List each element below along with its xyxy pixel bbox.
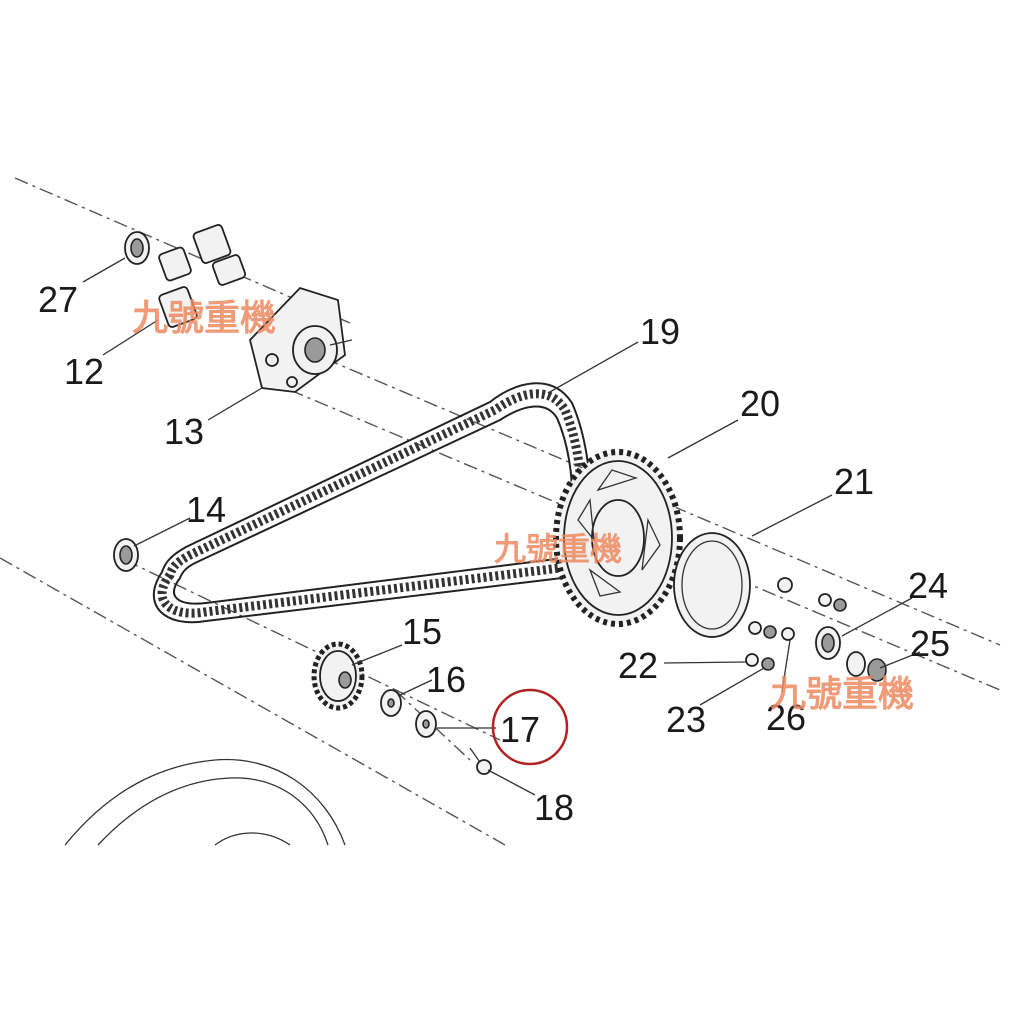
part-15-front-sprocket (311, 641, 365, 711)
leader-lines (82, 257, 921, 796)
callout-19: 19 (640, 311, 680, 352)
highlight-circle (491, 688, 569, 766)
part-25-bearing (846, 651, 887, 682)
watermark-top: 九號重機 (132, 298, 276, 339)
part-21-sprocket-carrier (673, 532, 751, 638)
part-18-bolt (469, 747, 492, 775)
callout-26: 26 (766, 697, 806, 738)
watermark-middle: 九號重機 (494, 530, 622, 568)
watermark-bottom: 九號重機 (770, 674, 914, 715)
rear-wheel-outline (64, 758, 346, 846)
callout-21: 21 (834, 461, 874, 502)
callout-17: 17 (500, 709, 540, 750)
callout-16: 16 (426, 659, 466, 700)
callout-23: 23 (666, 699, 706, 740)
part-14-bearing (113, 538, 139, 572)
callout-14: 14 (186, 489, 226, 530)
part-27-bearing (124, 231, 150, 265)
part-17-washer (415, 710, 437, 738)
callout-labels: 27 12 13 19 20 21 14 24 25 15 16 22 17 2… (38, 279, 950, 828)
part-16-washer (380, 689, 402, 717)
callout-15: 15 (402, 611, 442, 652)
drive-chain (152, 382, 592, 624)
callout-13: 13 (164, 411, 204, 452)
callout-27: 27 (38, 279, 78, 320)
callout-18: 18 (534, 787, 574, 828)
watermarks: 九號重機 九號重機 九號重機 (132, 298, 914, 715)
parts-22-23-26-fasteners (745, 577, 847, 671)
callout-24: 24 (908, 565, 948, 606)
callout-20: 20 (740, 383, 780, 424)
part-24-spacer (815, 626, 841, 660)
callout-12: 12 (64, 351, 104, 392)
part-12-cush-rubbers (158, 224, 247, 328)
callout-25: 25 (910, 623, 950, 664)
callout-22: 22 (618, 645, 658, 686)
part-20-rear-sprocket (553, 449, 683, 627)
